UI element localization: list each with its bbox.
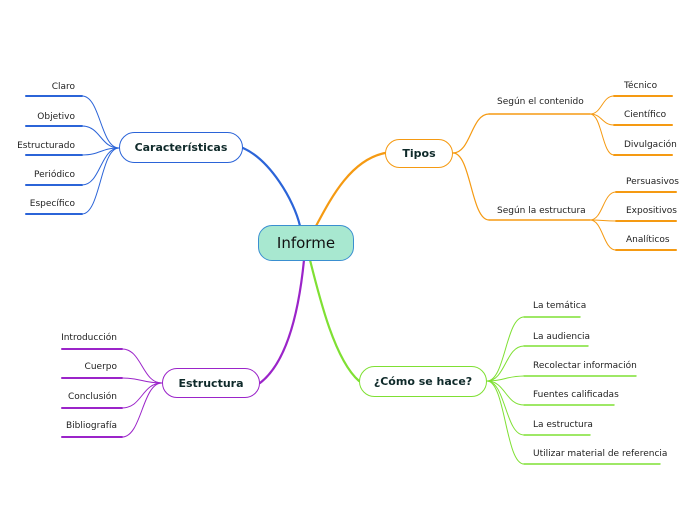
leaf-expositivos[interactable]: Expositivos	[626, 206, 677, 216]
leaf-recolectar-informacion[interactable]: Recolectar información	[533, 361, 637, 371]
connector-como-leaf-2	[486, 375, 525, 382]
leaf-periodico[interactable]: Periódico	[33, 170, 75, 180]
leaf-conclusion[interactable]: Conclusión	[67, 392, 117, 402]
connector-como-leaf-0	[486, 316, 525, 382]
connector-contenido-leaf-2	[589, 113, 615, 156]
leaf-la-estructura[interactable]: La estructura	[533, 420, 593, 430]
subbranch-segun-contenido[interactable]: Según el contenido	[497, 97, 584, 107]
connector-central-estructura	[258, 258, 306, 385]
connector-central-tipos	[314, 151, 387, 228]
leaf-analiticos[interactable]: Analíticos	[626, 235, 670, 245]
connector-contenido-leaf-0	[589, 95, 615, 115]
leaf-utilizar-material[interactable]: Utilizar material de referencia	[533, 449, 668, 459]
leaf-cuerpo[interactable]: Cuerpo	[84, 362, 117, 372]
central-topic-informe[interactable]: Informe	[258, 225, 354, 261]
connector-tipos-segun-contenido	[452, 113, 490, 154]
connector-estructura-tipo-leaf-0	[589, 191, 617, 221]
leaf-fuentes-calificadas[interactable]: Fuentes calificadas	[533, 390, 619, 400]
branch-caracteristicas[interactable]: Características	[119, 132, 243, 163]
leaf-tecnico[interactable]: Técnico	[624, 81, 658, 91]
branch-estructura[interactable]: Estructura	[162, 368, 260, 398]
connector-caracteristicas-leaf-0	[81, 95, 120, 149]
connector-como-leaf-4	[486, 380, 525, 436]
leaf-estructurado[interactable]: Estructurado	[17, 141, 75, 151]
leaf-la-tematica[interactable]: La temática	[533, 301, 587, 311]
connector-estructura-leaf-1	[121, 377, 163, 384]
branch-tipos[interactable]: Tipos	[385, 139, 453, 168]
connector-caracteristicas-leaf-4	[81, 147, 120, 215]
connector-estructura-leaf-0	[121, 348, 163, 384]
leaf-especifico[interactable]: Específico	[29, 199, 75, 209]
leaf-claro[interactable]: Claro	[51, 82, 75, 92]
connector-estructura-tipo-leaf-2	[589, 219, 617, 251]
connector-estructura-leaf-3	[121, 382, 163, 438]
leaf-divulgacion[interactable]: Divulgación	[624, 140, 677, 150]
connector-como-leaf-5	[486, 380, 525, 465]
connector-central-caracteristicas	[241, 146, 302, 228]
subbranch-segun-estructura[interactable]: Según la estructura	[497, 206, 586, 216]
connector-central-como	[308, 258, 361, 383]
leaf-persuasivos[interactable]: Persuasivos	[626, 177, 679, 187]
leaf-cientifico[interactable]: Científico	[624, 110, 667, 120]
connector-como-leaf-1	[486, 345, 525, 382]
branch-como-se-hace[interactable]: ¿Cómo se hace?	[359, 366, 487, 397]
leaf-objetivo[interactable]: Objetivo	[37, 112, 75, 122]
leaf-la-audiencia[interactable]: La audiencia	[533, 332, 591, 342]
connector-caracteristicas-leaf-1	[81, 125, 120, 149]
leaf-bibliografia[interactable]: Bibliografía	[65, 421, 117, 431]
connector-tipos-segun-estructura	[452, 152, 490, 221]
connector-estructura-leaf-2	[121, 382, 163, 409]
leaf-introduccion[interactable]: Introducción	[61, 333, 117, 343]
